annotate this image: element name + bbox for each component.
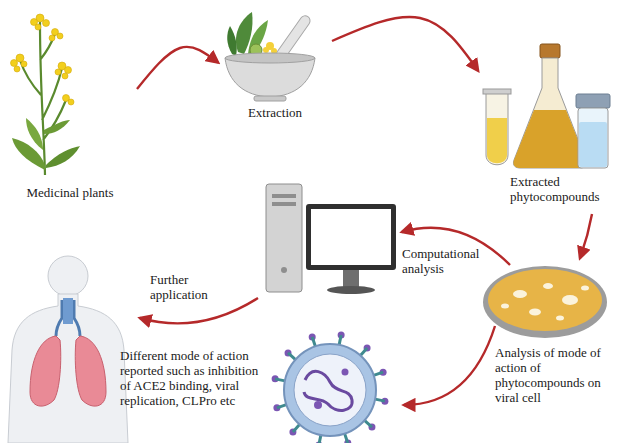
virus-spike <box>293 424 300 431</box>
figure-node: Extracted phytocompounds <box>480 40 618 210</box>
plant-figure <box>11 14 81 175</box>
step-label: Analysis of mode of action of phytocompo… <box>495 345 618 405</box>
virus-spike <box>375 399 385 401</box>
mortar-figure <box>225 12 315 101</box>
figure-caption: Different mode of action reported such a… <box>120 348 270 408</box>
virus-spike <box>277 405 286 408</box>
figure-caption: Medicinal plants <box>5 185 135 200</box>
virus-spike <box>288 353 295 360</box>
computer-figure <box>266 184 396 294</box>
figure-node: Extraction <box>220 5 330 125</box>
figure-node: Medicinal plants <box>5 5 135 205</box>
virus-spike <box>339 335 341 345</box>
virus-figure <box>272 332 389 443</box>
virus-spike <box>312 337 315 346</box>
step-label: Computational analysis <box>402 246 488 276</box>
virus-spike <box>374 372 383 375</box>
figure-node: Different mode of action reported such a… <box>120 330 390 440</box>
virus-spike <box>360 348 367 355</box>
virus-spike <box>364 420 371 427</box>
figure-caption: Extracted phytocompounds <box>510 174 618 204</box>
virus-spike <box>345 434 348 443</box>
human-figure <box>8 256 128 443</box>
figure-caption: Extraction <box>220 105 330 120</box>
flasks-figure <box>483 44 610 168</box>
flow-arrow <box>332 17 478 71</box>
virus-spike <box>319 435 321 443</box>
step-label: Further application <box>150 272 230 302</box>
petri-dish <box>483 266 607 338</box>
virus-spike <box>275 379 285 381</box>
flow-arrow <box>137 47 218 89</box>
